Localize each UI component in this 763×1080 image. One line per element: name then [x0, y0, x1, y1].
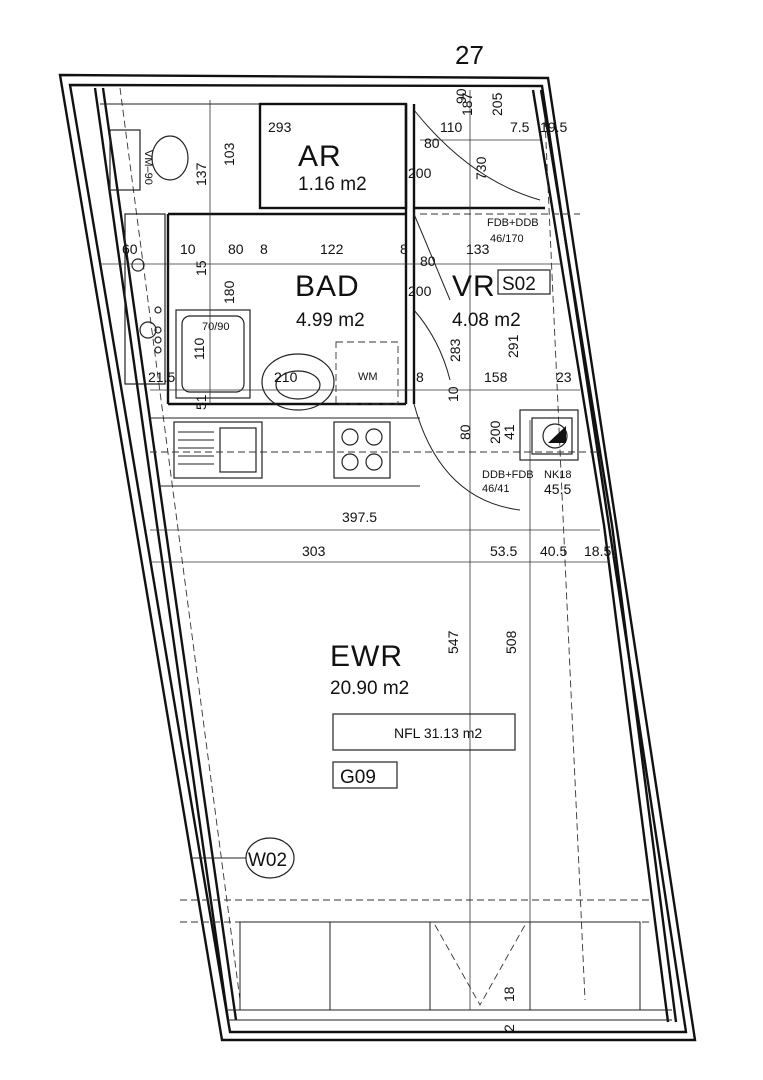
wm-label: WM	[358, 371, 378, 383]
dim-19-5: 19.5	[540, 119, 567, 135]
outer-walls	[58, 73, 697, 1042]
dim-8a: 8	[260, 241, 268, 257]
room-bad-name: BAD	[295, 270, 360, 303]
shaft-bottom-label: DDB+FDB	[482, 469, 534, 481]
dim-293: 293	[268, 119, 292, 135]
dim-110: 110	[440, 119, 463, 135]
room-bad-area: 4.99 m2	[296, 310, 365, 331]
dim-53-5: 53.5	[490, 543, 517, 559]
dim-730: 730	[473, 156, 489, 180]
plan-number: 27	[455, 40, 484, 70]
dim-18-5: 18.5	[584, 543, 611, 559]
room-vr-area: 4.08 m2	[452, 310, 521, 331]
dim-133: 133	[466, 241, 490, 257]
room-ewr-area: 20.90 m2	[330, 678, 409, 699]
dim-80d: 80	[457, 424, 473, 440]
room-ar-name: AR	[298, 140, 342, 173]
dim-10b: 10	[445, 386, 461, 402]
dim-205: 205	[489, 92, 505, 116]
dim-18: 18	[501, 986, 517, 1002]
dim-103: 103	[221, 142, 237, 166]
dim-397-5: 397.5	[342, 509, 377, 525]
dim-41: 41	[501, 424, 517, 440]
wc-fixture: VM–90	[109, 129, 189, 191]
dim-51: 51	[193, 394, 209, 410]
door-swings	[413, 109, 541, 511]
dim-7-5: 7.5	[510, 119, 530, 135]
dim-10: 10	[180, 241, 196, 257]
room-vr-code: S02	[502, 274, 536, 295]
dim-80c: 80	[420, 253, 436, 269]
pipes	[124, 213, 166, 385]
room-ewr-code: G09	[340, 767, 376, 788]
dim-158: 158	[484, 369, 508, 385]
dim-45-5: 45.5	[544, 481, 571, 497]
dim-283: 283	[447, 338, 463, 362]
dim-200a: 200	[408, 165, 432, 181]
dimension-lines	[100, 90, 610, 1010]
dimension-texts: 187 90 205 110 7.5 19.5 293 80 200 730 1…	[122, 88, 611, 1032]
window-tag: W02	[248, 850, 287, 871]
room-ar-area: 1.16 m2	[298, 174, 367, 195]
nfl-label: NFL 31.13 m2	[394, 725, 482, 741]
balcony-window	[239, 921, 641, 1011]
room-ewr-name: EWR	[330, 640, 403, 673]
dim-15: 15	[193, 260, 209, 276]
bathtub: 70/90	[175, 309, 251, 399]
dim-2: 2	[501, 1024, 517, 1032]
dim-80a: 80	[424, 135, 440, 151]
dim-547: 547	[445, 630, 461, 654]
dim-21-5: 21.5	[148, 369, 175, 385]
dim-8c: 8	[416, 369, 424, 385]
washbasin	[261, 353, 335, 411]
dim-122: 122	[320, 241, 344, 257]
dim-210: 210	[274, 369, 298, 385]
shaft-top-size: 46/170	[490, 233, 524, 245]
dim-110: 110	[191, 337, 207, 360]
dim-180: 180	[221, 280, 237, 304]
room-vr-name: VR	[452, 270, 496, 303]
dim-23: 23	[556, 369, 572, 385]
dim-137: 137	[193, 162, 209, 186]
dim-8b: 8	[400, 241, 408, 257]
shaft-bottom-size: 46/41	[482, 483, 510, 495]
dim-291: 291	[505, 334, 521, 358]
shaft-top-label: FDB+DDB	[487, 217, 539, 229]
dim-303: 303	[302, 543, 326, 559]
dim-200c: 200	[487, 420, 503, 444]
dim-80b: 80	[228, 241, 244, 257]
washing-machine: WM	[335, 341, 399, 405]
dim-60: 60	[122, 241, 138, 257]
dim-40-5: 40.5	[540, 543, 567, 559]
dim-187: 187	[459, 92, 475, 116]
shaft-bottom-nk: NK18	[544, 469, 572, 481]
kitchen	[150, 417, 600, 487]
dim-90: 90	[453, 88, 469, 104]
dim-200b: 200	[408, 283, 432, 299]
tub-label: 70/90	[202, 321, 230, 333]
dim-508: 508	[503, 630, 519, 654]
shaft-element	[519, 409, 579, 461]
wc-label: VM–90	[142, 150, 154, 185]
interior-walls	[100, 102, 580, 406]
